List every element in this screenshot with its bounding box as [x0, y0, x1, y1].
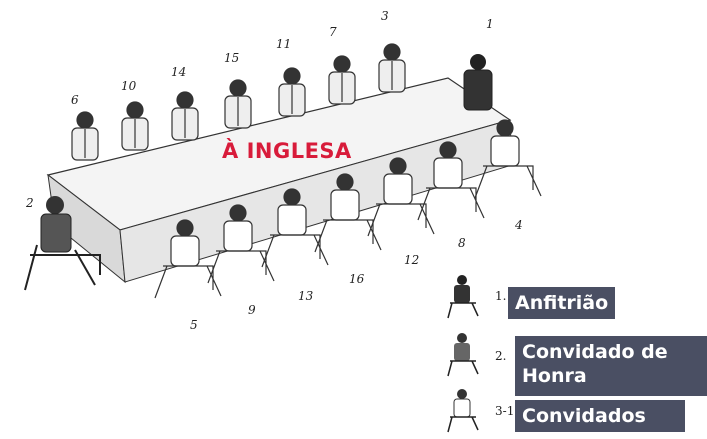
- legend-host-number: 1.: [495, 289, 507, 303]
- banquet-table: [46, 77, 513, 284]
- seat-number-13: 13: [298, 289, 314, 303]
- host-figure: [463, 54, 493, 111]
- front-row-guests: [154, 119, 542, 299]
- legend-figure-guest-of-honor: [447, 333, 479, 377]
- legend-figure-host: [447, 275, 479, 319]
- guest-of-honor-figure: [24, 196, 101, 291]
- seat-number-2: 2: [26, 196, 34, 210]
- legend-guest-of-honor-number: 2.: [495, 349, 507, 363]
- legend-guest-of-honor-label: Convidado de Honra: [515, 336, 707, 396]
- legend-figure-guests: [447, 389, 479, 433]
- seat-number-10: 10: [121, 79, 137, 93]
- legend-guests-label: Convidados: [515, 400, 685, 432]
- table-seating-illustration: [24, 43, 542, 433]
- seat-number-11: 11: [276, 37, 292, 51]
- seat-number-6: 6: [71, 93, 79, 107]
- seat-number-15: 15: [224, 51, 240, 65]
- seat-number-16: 16: [349, 272, 365, 286]
- seat-number-1: 1: [486, 17, 494, 31]
- seat-number-9: 9: [248, 303, 256, 317]
- seat-number-4: 4: [515, 218, 523, 232]
- seating-style-title: À INGLESA: [222, 139, 352, 163]
- seat-number-5: 5: [190, 318, 198, 332]
- seat-number-14: 14: [171, 65, 187, 79]
- legend-host-label: Anfitrião: [508, 287, 616, 319]
- seat-number-3: 3: [381, 9, 389, 23]
- seat-number-12: 12: [404, 253, 420, 267]
- back-row-guests: [71, 43, 406, 161]
- seat-number-8: 8: [458, 236, 466, 250]
- seat-number-7: 7: [329, 25, 337, 39]
